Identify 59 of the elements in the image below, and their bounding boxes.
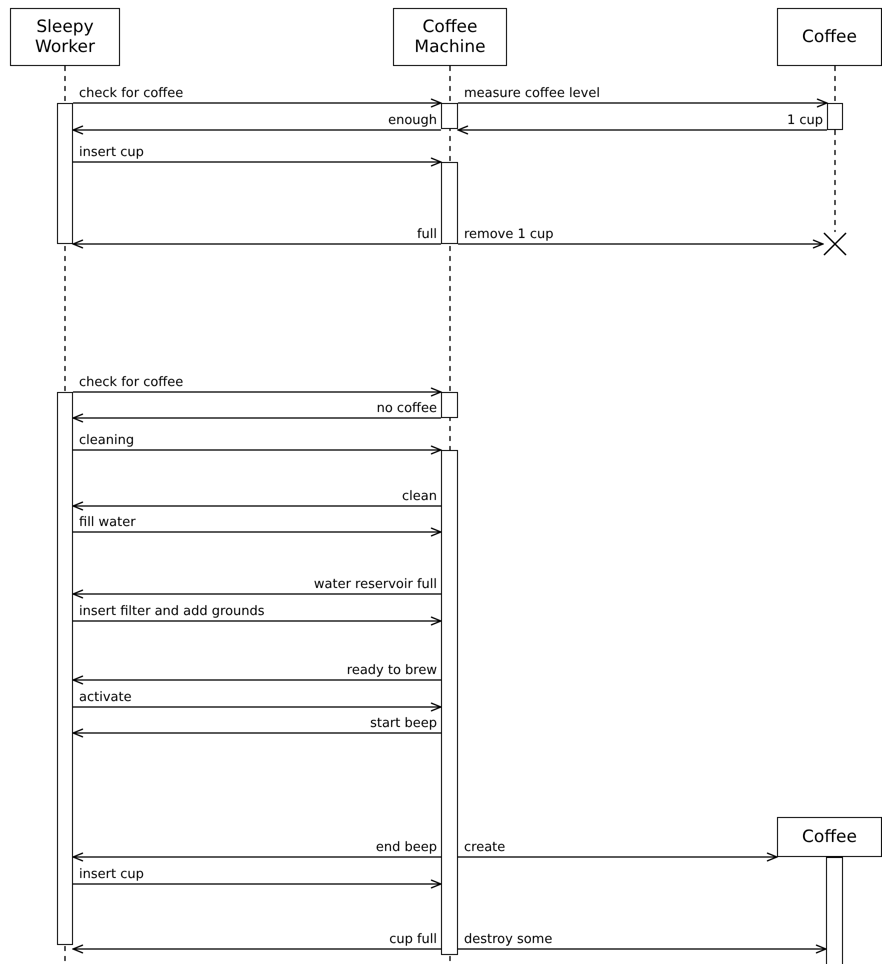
message-arrow <box>73 616 442 626</box>
message-label: remove 1 cup <box>464 227 554 242</box>
message-arrow <box>72 589 441 599</box>
message-label: check for coffee <box>79 375 184 390</box>
destruction-mark <box>823 232 847 256</box>
message-arrow <box>72 501 441 511</box>
message-label: end beep <box>376 840 437 855</box>
message-label: cup full <box>389 932 437 947</box>
activation-bar <box>57 392 73 945</box>
message-arrow <box>72 125 441 135</box>
message-label: destroy some <box>464 932 552 947</box>
participant-header: Coffee <box>777 817 882 857</box>
message-arrow <box>73 157 442 167</box>
message-label: no coffee <box>376 401 437 416</box>
message-arrow <box>458 239 824 249</box>
activation-bar <box>441 450 458 955</box>
participant-header: Coffee <box>777 8 882 66</box>
message-label: insert cup <box>79 145 144 160</box>
lifeline <box>834 66 836 103</box>
message-arrow <box>73 702 442 712</box>
activation-bar <box>441 103 458 129</box>
message-label: measure coffee level <box>464 86 600 101</box>
message-arrow <box>458 98 828 108</box>
message-label: cleaning <box>79 433 134 448</box>
message-arrow <box>72 944 441 954</box>
participant-header: Sleepy Worker <box>10 8 120 66</box>
message-arrow <box>72 675 441 685</box>
participant-header: Coffee Machine <box>393 8 507 66</box>
message-label: activate <box>79 690 132 705</box>
message-arrow <box>72 239 441 249</box>
activation-bar <box>441 162 458 244</box>
activation-bar <box>441 392 458 418</box>
message-label: fill water <box>79 515 136 530</box>
message-arrow <box>72 852 441 862</box>
lifeline <box>834 130 836 232</box>
message-arrow <box>458 852 778 862</box>
activation-bar <box>827 103 843 130</box>
activation-bar <box>57 103 73 244</box>
message-label: clean <box>402 489 437 504</box>
message-arrow <box>72 728 441 738</box>
message-arrow <box>73 387 442 397</box>
message-label: full <box>416 227 437 242</box>
message-arrow <box>73 445 442 455</box>
message-label: 1 cup <box>786 113 823 128</box>
message-arrow <box>73 879 442 889</box>
message-label: insert cup <box>79 867 144 882</box>
message-label: check for coffee <box>79 86 184 101</box>
message-label: start beep <box>370 716 437 731</box>
message-label: insert filter and add grounds <box>79 604 265 619</box>
message-label: ready to brew <box>346 663 437 678</box>
message-arrow <box>458 944 827 954</box>
message-arrow <box>72 413 441 423</box>
message-arrow <box>73 98 442 108</box>
message-arrow <box>457 125 827 135</box>
message-label: create <box>464 840 506 855</box>
message-arrow <box>73 527 442 537</box>
activation-bar <box>826 857 843 964</box>
message-label: water reservoir full <box>314 577 437 592</box>
message-label: enough <box>388 113 437 128</box>
